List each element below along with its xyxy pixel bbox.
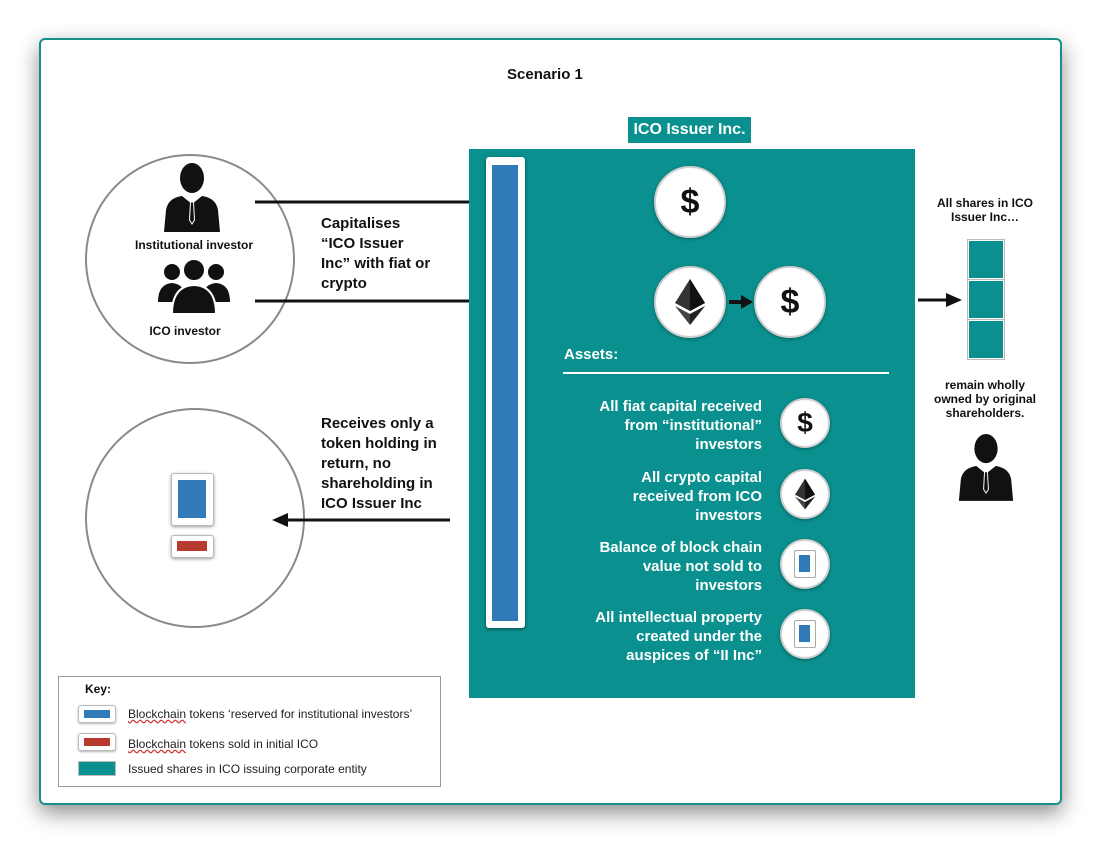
blue-token-icon bbox=[171, 473, 214, 526]
capitalises-note: Capitalises “ICO Issuer Inc” with fiat o… bbox=[321, 215, 431, 292]
asset-balance-text: Balance of block chain value not sold to… bbox=[599, 539, 762, 594]
key-item-sold: Blockchain tokens sold in initial ICO bbox=[128, 737, 319, 751]
ethereum-icon bbox=[675, 279, 705, 325]
reserved-token-bar bbox=[486, 157, 525, 628]
ethereum-coin bbox=[654, 266, 726, 338]
receives-note: Receives only a token holding in return,… bbox=[321, 415, 437, 512]
key-title: Key: bbox=[85, 682, 112, 696]
diagram-title: Scenario 1 bbox=[507, 66, 583, 83]
ethereum-icon bbox=[795, 478, 815, 510]
key-chip-blue bbox=[78, 705, 116, 723]
asset-ip-text: All intellectual property created under … bbox=[595, 609, 762, 664]
arrow-to-shares bbox=[918, 293, 962, 307]
token-icon bbox=[794, 550, 816, 578]
ico-investor-group-icon bbox=[158, 258, 230, 314]
asset-fiat-coin: $ bbox=[780, 398, 830, 448]
assets-title: Assets: bbox=[564, 346, 619, 363]
token-icon bbox=[794, 620, 816, 648]
share-block bbox=[968, 280, 1004, 319]
token-holders-circle bbox=[85, 408, 305, 628]
arrow-token-to-investors bbox=[272, 513, 450, 527]
arrow-ethereum-to-dollar bbox=[729, 295, 753, 309]
share-block bbox=[968, 320, 1004, 359]
shares-top-note: All shares in ICO Issuer Inc… bbox=[936, 196, 1034, 224]
issuer-box bbox=[469, 149, 915, 698]
issuer-label: ICO Issuer Inc. bbox=[628, 117, 751, 143]
shares-bottom-note: remain wholly owned by original sharehol… bbox=[933, 378, 1036, 420]
asset-fiat-text: All fiat capital received from “institut… bbox=[599, 398, 762, 453]
dollar-icon: $ bbox=[780, 282, 800, 321]
asset-balance-coin bbox=[780, 539, 830, 589]
ico-investor-label: ICO investor bbox=[149, 324, 221, 338]
institutional-investor-icon bbox=[164, 163, 220, 232]
key-item-shares: Issued shares in ICO issuing corporate e… bbox=[128, 762, 367, 776]
institutional-investor-label: Institutional investor bbox=[134, 238, 253, 252]
share-block bbox=[968, 240, 1004, 279]
key-chip-red bbox=[78, 733, 116, 751]
dollar-icon: $ bbox=[797, 407, 813, 438]
original-shareholder-icon bbox=[958, 434, 1014, 501]
assets-divider bbox=[563, 372, 889, 374]
key-box bbox=[58, 676, 441, 787]
asset-crypto-coin bbox=[780, 469, 830, 519]
dollar-coin: $ bbox=[654, 166, 726, 238]
asset-crypto-text: All crypto capital received from ICO inv… bbox=[632, 469, 762, 524]
dollar-icon: $ bbox=[680, 182, 700, 221]
red-token-icon bbox=[171, 535, 214, 558]
key-item-reserved: Blockchain tokens ‘reserved for institut… bbox=[128, 707, 413, 721]
asset-ip-coin bbox=[780, 609, 830, 659]
key-chip-teal bbox=[78, 761, 116, 776]
converted-dollar-coin: $ bbox=[754, 266, 826, 338]
